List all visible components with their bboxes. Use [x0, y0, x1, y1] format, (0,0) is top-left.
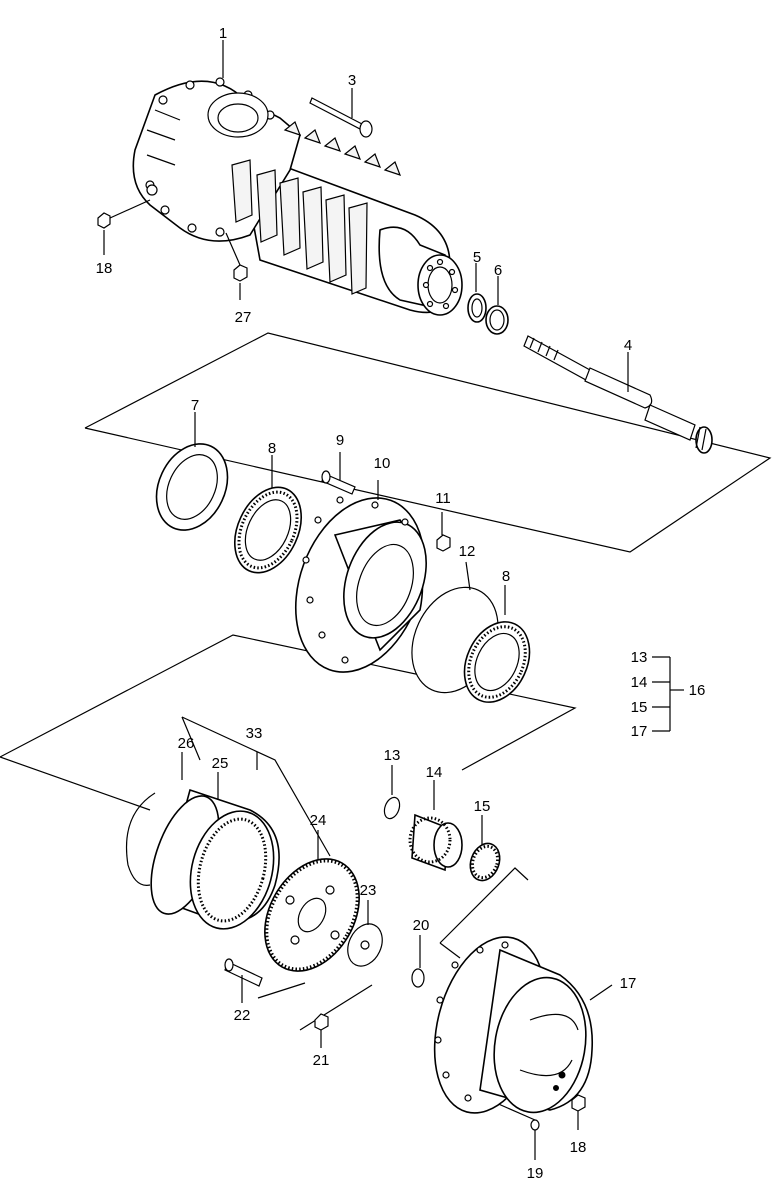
- callout-24: 24: [310, 812, 327, 829]
- axle-shaft-4-icon: [523, 335, 713, 454]
- axle-housing-icon: [132, 77, 463, 316]
- thrust-plate-23-icon: [347, 900, 383, 967]
- circlip-26-icon: [125, 752, 183, 886]
- kit-bracket: [652, 656, 684, 732]
- cover-bolt-holes: [434, 941, 509, 1102]
- ring-6-icon: [485, 305, 509, 335]
- callout-13b: 13: [384, 747, 401, 764]
- plug-27-icon: [225, 232, 248, 282]
- ring-gear-icon: [150, 772, 280, 930]
- callout-3: 3: [348, 72, 356, 89]
- nut-18b-icon: [571, 1094, 586, 1130]
- callout-15b: 15: [474, 798, 491, 815]
- needle-bearing-15-icon: [469, 815, 501, 882]
- callout-7: 7: [191, 397, 199, 414]
- nut-18-icon: [97, 199, 151, 229]
- callout-4: 4: [624, 337, 632, 354]
- seal-7-icon: [155, 443, 229, 531]
- callout-33: 33: [246, 725, 263, 742]
- callout-11: 11: [435, 490, 451, 507]
- callout-17b: 17: [620, 975, 637, 992]
- callout-23: 23: [360, 882, 377, 899]
- bearing-8b-icon: [463, 585, 531, 703]
- planet-gear-14-icon: [408, 780, 463, 872]
- stud-9-icon: [321, 452, 356, 495]
- spindle-holes: [422, 258, 459, 310]
- callout-10: 10: [374, 455, 391, 472]
- hub-cover-17-icon: [433, 936, 613, 1114]
- callout-17a: 17: [631, 723, 648, 740]
- callout-13a: 13: [631, 649, 648, 666]
- callout-12: 12: [459, 543, 476, 560]
- planet-carrier-icon: [264, 830, 360, 972]
- nut-21-icon: [314, 1013, 329, 1048]
- ring-5-icon: [467, 293, 487, 323]
- assembly-frames: [0, 332, 772, 1121]
- housing-top-ridges: [283, 121, 402, 176]
- callout-25: 25: [212, 755, 229, 772]
- callout-19: 19: [527, 1165, 544, 1182]
- callout-1: 1: [219, 25, 227, 42]
- bolt-19-icon: [530, 1119, 540, 1160]
- leader-lines: [103, 40, 629, 770]
- bolt-3-icon: [309, 88, 373, 138]
- callout-26: 26: [178, 735, 195, 752]
- snap-ring-13-icon: [383, 765, 401, 820]
- bearing-8a-icon: [234, 486, 302, 574]
- pin-22-icon: [224, 958, 263, 1003]
- callout-16: 16: [689, 682, 706, 699]
- callout-14b: 14: [426, 764, 443, 781]
- callout-6: 6: [494, 262, 502, 279]
- callout-labels: 1 3 18 27 5 6 4 7 8 9 10 11 12 8 13 14 1…: [96, 25, 706, 1182]
- callout-15a: 15: [631, 699, 648, 716]
- callout-8b: 8: [502, 568, 510, 585]
- callout-27: 27: [235, 309, 252, 326]
- callout-20: 20: [413, 917, 430, 934]
- washer-20-icon: [411, 935, 425, 988]
- hub-bolt-holes: [302, 496, 409, 664]
- callout-21: 21: [313, 1052, 330, 1069]
- callout-14a: 14: [631, 674, 648, 691]
- callout-18a: 18: [96, 260, 113, 277]
- callout-18b: 18: [570, 1139, 587, 1156]
- callout-22: 22: [234, 1007, 251, 1024]
- wheel-hub-icon: [294, 480, 427, 673]
- callout-5: 5: [473, 249, 481, 266]
- callout-9: 9: [336, 432, 344, 449]
- housing-fins: [231, 159, 368, 295]
- nut-11-icon: [436, 512, 451, 552]
- callout-8a: 8: [268, 440, 276, 457]
